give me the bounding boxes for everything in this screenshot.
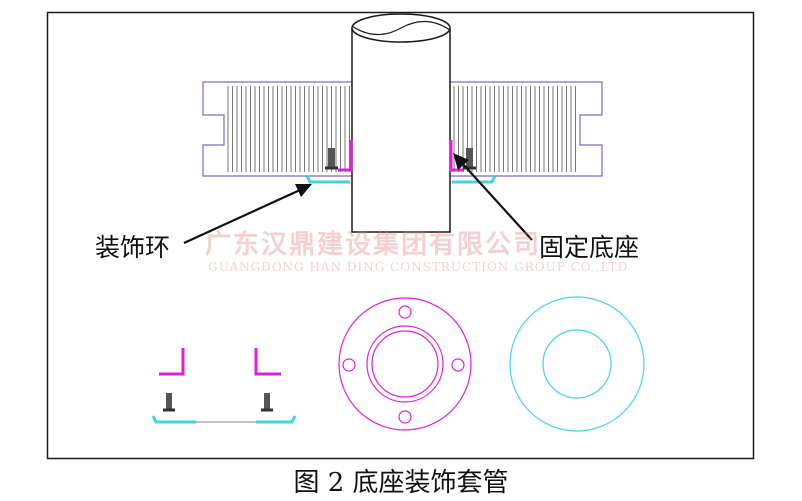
figure-caption: 图 2 底座装饰套管 xyxy=(293,468,509,498)
ceiling-panel-right xyxy=(446,81,603,177)
exploded-view xyxy=(151,348,297,424)
fixed-base-brackets xyxy=(338,140,464,172)
decorative-ring xyxy=(305,175,497,184)
drawing-frame xyxy=(46,11,755,460)
watermark-en: GUANGDONG HAN DING CONSTRUCTION GROUP CO… xyxy=(208,260,629,274)
ceiling-panel-left xyxy=(202,81,358,177)
watermark-cn: 广东汉鼎建设集团有限公司 xyxy=(205,230,542,260)
screw-left xyxy=(325,148,338,170)
label-fixed-base: 固定底座 xyxy=(539,233,640,262)
ring-plan-view xyxy=(509,296,645,432)
leader-arrow-right xyxy=(453,153,533,241)
pipe xyxy=(351,13,451,233)
base-plan-view xyxy=(338,297,472,431)
leader-arrow-left xyxy=(183,184,312,245)
label-decorative-ring: 装饰环 xyxy=(95,233,171,262)
